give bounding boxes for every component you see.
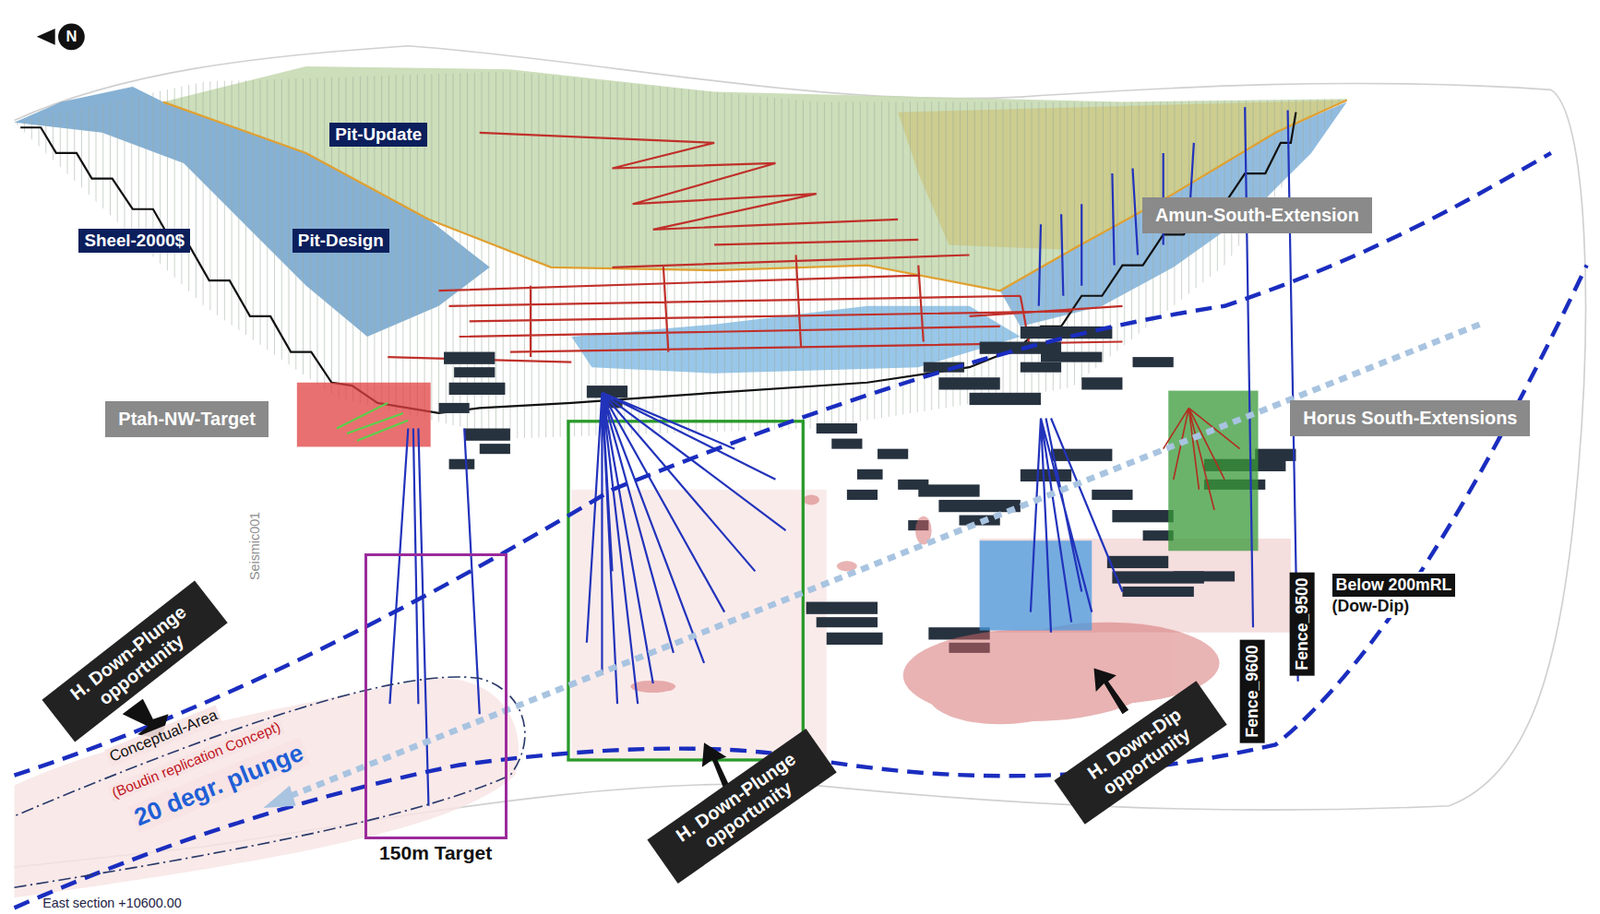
label-text: Pit-Update bbox=[334, 124, 422, 145]
section-label: East section +10600.00 bbox=[42, 895, 182, 911]
shell-label: Sheel-2000$ bbox=[78, 228, 191, 253]
target-label-box: Ptah-NW-Target bbox=[105, 401, 268, 438]
label-text: Ptah-NW-Target bbox=[118, 408, 255, 430]
depth-note-box: Below 200mRL(Dow-Dip) bbox=[1328, 572, 1460, 619]
label-text: 150m Target bbox=[379, 842, 492, 865]
label-text: (Dow-Dip) bbox=[1332, 597, 1457, 617]
label-text: Pit-Design bbox=[298, 230, 384, 251]
label-text: H. Down-Dip opportunity bbox=[1064, 691, 1217, 815]
fence-label: Fence_9600 bbox=[1240, 640, 1266, 744]
label-text: Below 200mRL bbox=[1332, 573, 1457, 598]
seismic-line-label: Seismic001 bbox=[248, 512, 263, 581]
target-label-box: Horus South-Extensions bbox=[1289, 400, 1530, 437]
opportunity-callout: H. Down-Dip opportunity bbox=[1054, 680, 1228, 824]
pit-label: Pit-Update bbox=[329, 122, 428, 147]
opportunity-callout: H. Down-Plunge opportunity bbox=[646, 728, 836, 884]
label-text: H. Down-Plunge opportunity bbox=[52, 590, 217, 732]
north-arrow-label: N bbox=[65, 27, 77, 47]
label-text: Sheel-2000$ bbox=[83, 230, 185, 251]
label-text: Fence_9500 bbox=[1292, 578, 1313, 671]
target-label-box: Amun-South-Extension bbox=[1142, 197, 1373, 234]
label-text: Amun-South-Extension bbox=[1155, 204, 1360, 227]
label-text: Fence_9600 bbox=[1242, 645, 1263, 739]
target-frame: 150m Target bbox=[364, 553, 508, 840]
label-text: H. Down-Plunge opportunity bbox=[657, 738, 826, 874]
label-text: Horus South-Extensions bbox=[1302, 407, 1517, 430]
pit-label: Pit-Design bbox=[292, 228, 390, 253]
fence-label: Fence_9500 bbox=[1289, 573, 1315, 677]
